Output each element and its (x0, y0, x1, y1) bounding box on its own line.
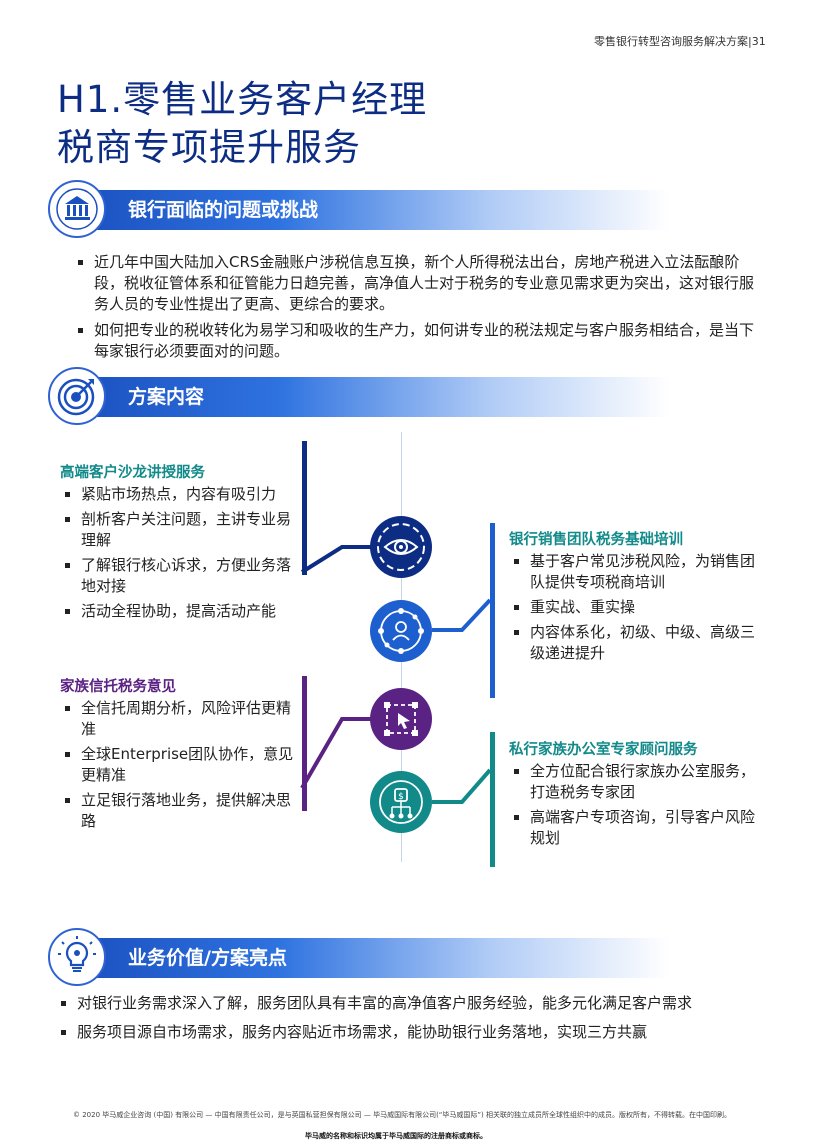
lightbulb-icon (48, 928, 106, 986)
bar-trust (302, 676, 307, 811)
list-item: 基于客户常见涉税风险，为销售团队提供专项税商培训 (511, 551, 761, 593)
footer-trademark: 毕马威的名称和标识均属于毕马威国际的注册商标或商标。 (305, 1132, 487, 1140)
list-item: 重实战、重实操 (511, 597, 761, 618)
eye-icon (370, 516, 432, 578)
list-item: 全球Enterprise团队协作，意见更精准 (62, 744, 298, 786)
list-item: 全信托周期分析，风险评估更精准 (62, 698, 298, 740)
block-title-salon: 高端客户沙龙讲授服务 (60, 465, 205, 481)
bar-salon (302, 441, 307, 575)
list-item: 了解银行核心诉求，方便业务落地对接 (62, 555, 298, 597)
block-title-trust: 家族信托税务意见 (60, 679, 176, 695)
family-office-list: 全方位配合银行家族办公室服务，打造税务专家团 高端客户专项咨询，引导客户风险规划 (511, 761, 761, 849)
trust-list: 全信托周期分析，风险评估更精准 全球Enterprise团队协作，意见更精准 立… (62, 698, 298, 832)
bar-family-office (490, 732, 495, 867)
running-header: 零售银行转型咨询服务解决方案|31 (594, 35, 766, 48)
list-item: 对银行业务需求深入了解，服务团队具有丰富的高净值客户服务经验，能多元化满足客户需… (58, 993, 768, 1014)
people-network-icon (370, 600, 432, 662)
cursor-selection-icon (370, 688, 432, 750)
section-header-content: 方案内容 (70, 377, 670, 417)
dollar-circuit-icon: $ (370, 771, 432, 833)
section-header-value: 业务价值/方案亮点 (70, 938, 670, 978)
section-header-challenges: 银行面临的问题或挑战 (70, 190, 670, 230)
list-item: 内容体系化，初级、中级、高级三级递进提升 (511, 622, 761, 664)
list-item: 紧贴市场热点，内容有吸引力 (62, 484, 298, 505)
bank-icon (48, 180, 106, 238)
target-icon (48, 367, 106, 425)
list-item: 如何把专业的税收转化为易学习和吸收的生产力，如何讲专业的税法规定与客户服务相结合… (75, 320, 765, 362)
list-item: 全方位配合银行家族办公室服务，打造税务专家团 (511, 761, 761, 803)
svg-text:$: $ (398, 792, 404, 802)
value-list: 对银行业务需求深入了解，服务团队具有丰富的高净值客户服务经验，能多元化满足客户需… (58, 993, 768, 1043)
training-list: 基于客户常见涉税风险，为销售团队提供专项税商培训 重实战、重实操 内容体系化，初… (511, 551, 761, 664)
list-item: 近几年中国大陆加入CRS金融账户涉税信息互换，新个人所得税法出台，房地产税进入立… (75, 252, 765, 315)
page-title: H1.零售业务客户经理 税商专项提升服务 (57, 76, 427, 172)
footer-copyright: © 2020 毕马威企业咨询 (中国) 有限公司 — 中国有限责任公司，是与英国… (73, 1111, 732, 1119)
challenges-list: 近几年中国大陆加入CRS金融账户涉税信息互换，新个人所得税法出台，房地产税进入立… (75, 252, 765, 362)
list-item: 服务项目源自市场需求，服务内容贴近市场需求，能协助银行业务落地，实现三方共赢 (58, 1022, 768, 1043)
list-item: 立足银行落地业务，提供解决思路 (62, 790, 298, 832)
block-title-training: 银行销售团队税务基础培训 (509, 532, 683, 548)
title-line-1: H1.零售业务客户经理 (57, 78, 428, 121)
list-item: 高端客户专项咨询，引导客户风险规划 (511, 807, 761, 849)
bar-training (490, 523, 495, 698)
salon-list: 紧贴市场热点，内容有吸引力 剖析客户关注问题，主讲专业易理解 了解银行核心诉求，… (62, 484, 298, 622)
block-title-family-office: 私行家族办公室专家顾问服务 (509, 742, 698, 758)
list-item: 活动全程协助，提高活动产能 (62, 601, 298, 622)
list-item: 剖析客户关注问题，主讲专业易理解 (62, 509, 298, 551)
title-line-2: 税商专项提升服务 (57, 126, 361, 169)
